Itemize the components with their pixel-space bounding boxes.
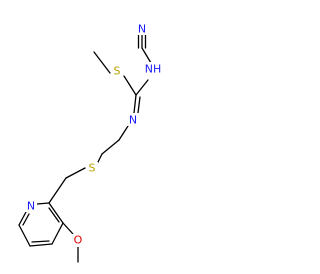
bond-ring-double-inner-1 bbox=[48, 207, 60, 223]
bond-ethyl-chain bbox=[101, 139, 120, 155]
atom-labels: S NH N N S N O bbox=[25, 22, 164, 247]
bond-ring-c2-c3 bbox=[48, 202, 64, 224]
atom-nh: NH bbox=[145, 63, 162, 76]
bond-ring-c6-n bbox=[18, 211, 27, 226]
bond-ring-c5-c6 bbox=[18, 224, 31, 247]
bond-ring-oxygen bbox=[62, 222, 74, 235]
bond-methyl-sulfur bbox=[93, 51, 111, 74]
bond-sulfur-amidine-carbon bbox=[123, 75, 137, 96]
bond-ring-n-c2 bbox=[36, 202, 50, 205]
bond-sulfur-methylene bbox=[65, 167, 86, 179]
bond-ring-c3-c4 bbox=[51, 222, 64, 245]
atom-sulfur-methylthio: S bbox=[114, 65, 121, 78]
atom-sulfur-thioether: S bbox=[89, 162, 96, 175]
bond-amidine-carbon-nh bbox=[135, 79, 149, 96]
bond-ring-c4-c5 bbox=[29, 243, 53, 247]
atom-nitrogen-imine: N bbox=[129, 114, 137, 127]
molecule-structure: S NH N N S N O bbox=[18, 22, 164, 263]
bond-methylene-ring bbox=[48, 177, 67, 204]
bond-imine-ethyl bbox=[118, 125, 129, 141]
bond-lines bbox=[18, 34, 152, 263]
bond-nh-cyano-carbon bbox=[141, 47, 152, 64]
bond-ring-double-inner-2 bbox=[31, 240, 50, 243]
bond-amidine-double-1 bbox=[133, 94, 137, 114]
atom-nitrogen-cyano: N bbox=[138, 23, 146, 36]
atom-oxygen-methoxy: O bbox=[74, 234, 83, 247]
bond-ring-double-inner-3 bbox=[22, 213, 30, 226]
atom-nitrogen-pyridine: N bbox=[27, 200, 35, 213]
bond-amidine-double-2 bbox=[137, 96, 141, 114]
